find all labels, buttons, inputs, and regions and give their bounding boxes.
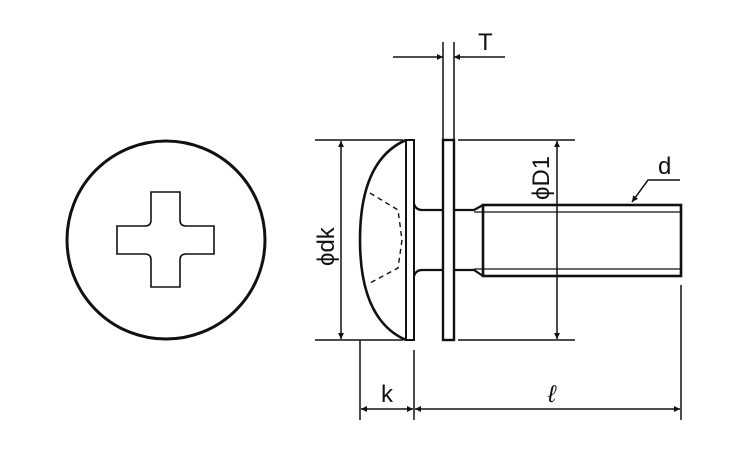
washer <box>441 138 456 342</box>
dimensions <box>315 42 682 420</box>
dk-label: ϕdk <box>313 226 340 266</box>
k-label: k <box>381 381 394 408</box>
phillips-recess-icon <box>116 191 215 288</box>
l-label: ℓ <box>547 381 557 408</box>
head-top-view <box>65 139 267 341</box>
head-bearing-face <box>405 139 415 341</box>
head-outline <box>65 139 267 341</box>
dk-extension-lines <box>315 139 403 341</box>
d-leader <box>631 179 680 203</box>
recess-hidden-line <box>369 192 403 284</box>
thread <box>481 203 683 278</box>
D1-label: ϕD1 <box>528 156 555 200</box>
shank <box>454 204 484 277</box>
d-label: d <box>658 153 671 180</box>
k-extension-lines <box>359 285 682 420</box>
T-label: T <box>478 29 493 56</box>
head-dome <box>358 138 407 342</box>
D1-extension-lines <box>458 139 575 341</box>
neck <box>412 203 443 277</box>
thread-root-lines <box>474 211 681 270</box>
T-extension-lines <box>442 42 455 140</box>
screw-side-view <box>358 138 683 342</box>
